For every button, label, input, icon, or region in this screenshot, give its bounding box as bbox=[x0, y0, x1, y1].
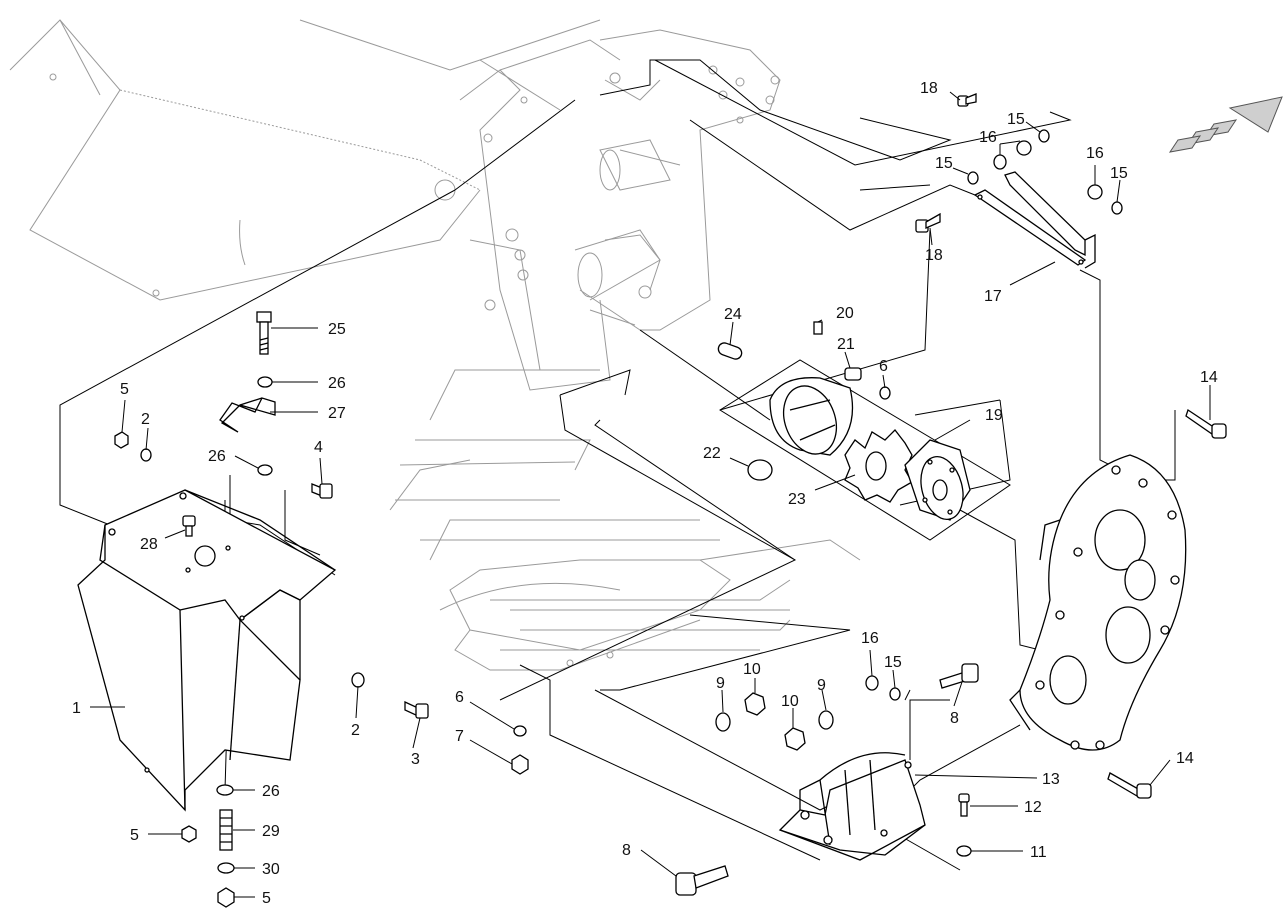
callout-14: 14 bbox=[1176, 750, 1194, 767]
nut-5a bbox=[114, 431, 129, 449]
callout-labels: 1 2 2 3 4 5 5 5 6 6 7 8 8 9 9 10 10 11 1… bbox=[72, 80, 1218, 907]
screw-21 bbox=[844, 367, 862, 381]
callout-16: 16 bbox=[979, 129, 997, 146]
screw-3 bbox=[404, 700, 429, 719]
callout-15: 15 bbox=[935, 155, 953, 172]
key-24 bbox=[717, 342, 743, 360]
background-frame bbox=[9, 19, 861, 671]
screw-18a bbox=[957, 93, 977, 107]
direction-arrow-icon bbox=[1168, 96, 1283, 153]
callout-10: 10 bbox=[743, 661, 761, 678]
callout-16: 16 bbox=[1086, 145, 1104, 162]
bushing-22 bbox=[747, 459, 773, 481]
washer-15d bbox=[889, 687, 901, 701]
nut-16d bbox=[865, 675, 879, 691]
bolt-25 bbox=[256, 311, 272, 355]
callout-12: 12 bbox=[1024, 799, 1042, 816]
nut-16a bbox=[1016, 140, 1032, 156]
callout-23: 23 bbox=[788, 491, 806, 508]
callout-18: 18 bbox=[925, 247, 943, 264]
washer-26b bbox=[257, 464, 273, 476]
nut-10b bbox=[784, 727, 806, 751]
callout-8: 8 bbox=[950, 710, 959, 727]
screw-28 bbox=[182, 515, 196, 537]
nut-16c bbox=[1087, 184, 1103, 200]
callout-27: 27 bbox=[328, 405, 346, 422]
washer-2a bbox=[140, 448, 152, 462]
lockwasher-9a bbox=[715, 712, 731, 732]
callout-26: 26 bbox=[328, 375, 346, 392]
bracket-part-27 bbox=[219, 397, 276, 433]
callout-7: 7 bbox=[455, 728, 464, 745]
screw-18b bbox=[915, 212, 941, 233]
callout-11: 11 bbox=[1030, 844, 1047, 861]
callout-24: 24 bbox=[724, 306, 742, 323]
nut-7 bbox=[511, 754, 529, 775]
callout-30: 30 bbox=[262, 861, 280, 878]
bolt-8a bbox=[939, 663, 979, 689]
callout-6: 6 bbox=[455, 689, 464, 706]
callout-5: 5 bbox=[120, 381, 129, 398]
callout-2: 2 bbox=[351, 722, 360, 739]
nut-16b bbox=[993, 154, 1007, 170]
lockwasher-9b bbox=[818, 710, 834, 730]
washer-15b bbox=[967, 171, 979, 185]
callout-5: 5 bbox=[262, 890, 271, 907]
callout-15: 15 bbox=[884, 654, 902, 671]
callout-10: 10 bbox=[781, 693, 799, 710]
callout-21: 21 bbox=[837, 336, 855, 353]
callout-5: 5 bbox=[130, 827, 139, 844]
callout-20: 20 bbox=[836, 305, 854, 322]
callout-26: 26 bbox=[262, 783, 280, 800]
hardware bbox=[114, 93, 1227, 908]
washer-15c bbox=[1111, 201, 1123, 215]
nut-5b bbox=[181, 825, 197, 843]
washer-2b bbox=[351, 672, 365, 688]
callout-1: 1 bbox=[72, 700, 81, 717]
callout-2: 2 bbox=[141, 411, 150, 428]
callout-leaders bbox=[90, 91, 1211, 898]
callout-29: 29 bbox=[262, 823, 280, 840]
nut-10a bbox=[744, 692, 766, 716]
screw-12 bbox=[958, 793, 970, 817]
callout-14: 14 bbox=[1200, 369, 1218, 386]
callout-3: 3 bbox=[411, 751, 420, 768]
callout-15: 15 bbox=[1007, 111, 1025, 128]
washer-26c bbox=[216, 784, 234, 796]
washer-30 bbox=[217, 862, 235, 874]
bolt-14b bbox=[1107, 772, 1152, 799]
callout-4: 4 bbox=[314, 439, 323, 456]
coupling-assembly bbox=[719, 359, 1011, 541]
callout-17: 17 bbox=[984, 288, 1002, 305]
bracket-part-17 bbox=[973, 171, 1096, 269]
spacer-29 bbox=[219, 809, 233, 851]
washer-15a bbox=[1038, 129, 1050, 143]
callout-28: 28 bbox=[140, 536, 158, 553]
washer-11 bbox=[956, 845, 972, 857]
callout-6: 6 bbox=[879, 358, 888, 375]
callout-18: 18 bbox=[920, 80, 938, 97]
gearbox-flange bbox=[1009, 454, 1187, 751]
callout-26: 26 bbox=[208, 448, 226, 465]
callout-13: 13 bbox=[1042, 771, 1060, 788]
washer-6b bbox=[879, 386, 891, 400]
callout-22: 22 bbox=[703, 445, 721, 462]
screw-4 bbox=[311, 483, 333, 499]
callout-9: 9 bbox=[817, 677, 826, 694]
cover-part-1 bbox=[77, 489, 337, 812]
callout-16: 16 bbox=[861, 630, 879, 647]
callout-19: 19 bbox=[985, 407, 1003, 424]
callout-8: 8 bbox=[622, 842, 631, 859]
nut-5c bbox=[217, 887, 235, 908]
callout-25: 25 bbox=[328, 321, 346, 338]
callout-15: 15 bbox=[1110, 165, 1128, 182]
washer-6a bbox=[513, 725, 527, 737]
callout-9: 9 bbox=[716, 675, 725, 692]
motor-mount-part-13 bbox=[778, 752, 926, 861]
set-screw-20 bbox=[813, 321, 823, 335]
bolt-8b bbox=[675, 865, 729, 896]
bolt-14a bbox=[1185, 408, 1227, 439]
washer-26a bbox=[257, 376, 273, 388]
